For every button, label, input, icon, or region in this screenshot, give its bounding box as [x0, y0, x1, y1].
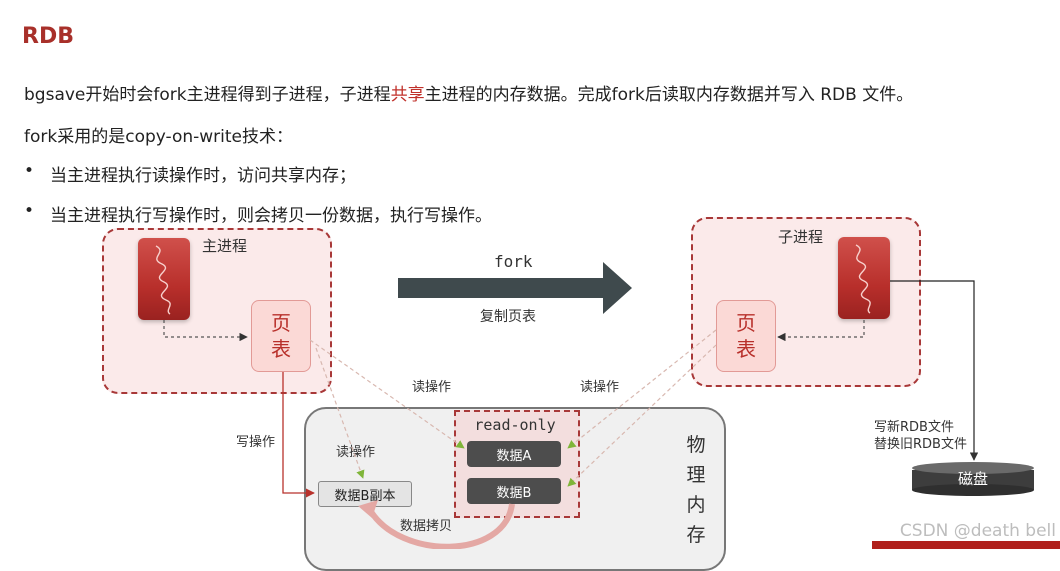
child-icon-to-page-table [777, 320, 865, 342]
main-read-line [309, 339, 465, 449]
memory-label-char: 内 [686, 494, 706, 516]
memory-label-char: 存 [686, 524, 706, 546]
main-page-table: 页 表 [251, 300, 311, 372]
write-label: 写操作 [236, 435, 276, 450]
physical-memory-label: 物 理 内 存 [682, 430, 710, 550]
watermark: CSDN @death bell [899, 521, 1056, 541]
page-table-char: 表 [736, 337, 756, 361]
data-copy-arrowhead [358, 500, 378, 518]
page-title: RDB [22, 24, 74, 49]
main-icon-to-page-table [163, 320, 248, 342]
paragraph-text-part: 主进程的内存数据。完成fork后读取内存数据并写入 RDB 文件。 [424, 85, 914, 105]
bullet-item-read: 当主进程执行读操作时，访问共享内存； [50, 166, 356, 186]
write-new-rdb-label: 写新RDB文件 [874, 420, 954, 435]
child-page-table: 页 表 [716, 300, 776, 372]
memory-label-char: 物 [686, 434, 706, 456]
data-copy-label: 数据拷贝 [400, 519, 453, 534]
paragraph-cow: fork采用的是copy-on-write技术： [24, 127, 294, 147]
read-label-left: 读操作 [412, 380, 452, 395]
main-process-icon [138, 238, 190, 320]
child-read-line-b [567, 344, 717, 487]
diagram-connectors [163, 262, 1034, 549]
fork-label: fork [494, 252, 533, 271]
paragraph-fork-description: bgsave开始时会fork主进程得到子进程，子进程共享主进程的内存数据。完成f… [24, 80, 913, 105]
inner-read-line [315, 347, 365, 479]
write-line [282, 372, 315, 498]
highlight-text: 共享 [390, 85, 425, 105]
replace-old-rdb-label: 替换旧RDB文件 [874, 437, 967, 452]
data-a-block: 数据A [467, 441, 561, 467]
data-copy-arrow [367, 503, 515, 549]
page-table-char: 表 [271, 337, 291, 361]
child-to-disk-line [890, 280, 979, 461]
disk-icon [912, 462, 1034, 496]
bottom-red-bar [872, 541, 1060, 549]
read-label-inner: 读操作 [336, 445, 376, 460]
data-b-block: 数据B [467, 478, 561, 504]
page-table-char: 页 [736, 311, 756, 335]
bullet-dot: • [24, 161, 35, 181]
disk-label: 磁盘 [957, 470, 988, 488]
child-process-icon [838, 237, 890, 319]
main-process-label: 主进程 [202, 237, 248, 255]
paragraph-text-part: bgsave开始时会fork主进程得到子进程，子进程 [24, 85, 391, 105]
read-label-right: 读操作 [580, 380, 620, 395]
bullet-item-write: 当主进程执行写操作时，则会拷贝一份数据，执行写操作。 [50, 206, 492, 226]
memory-label-char: 理 [686, 464, 706, 486]
page-table-char: 页 [271, 311, 291, 335]
copy-page-table-label: 复制页表 [480, 309, 536, 325]
bullet-dot: • [24, 201, 35, 221]
child-process-label: 子进程 [778, 228, 824, 246]
fork-arrow [398, 262, 632, 314]
read-only-label: read-only [474, 416, 556, 434]
child-read-line-a [567, 329, 717, 449]
